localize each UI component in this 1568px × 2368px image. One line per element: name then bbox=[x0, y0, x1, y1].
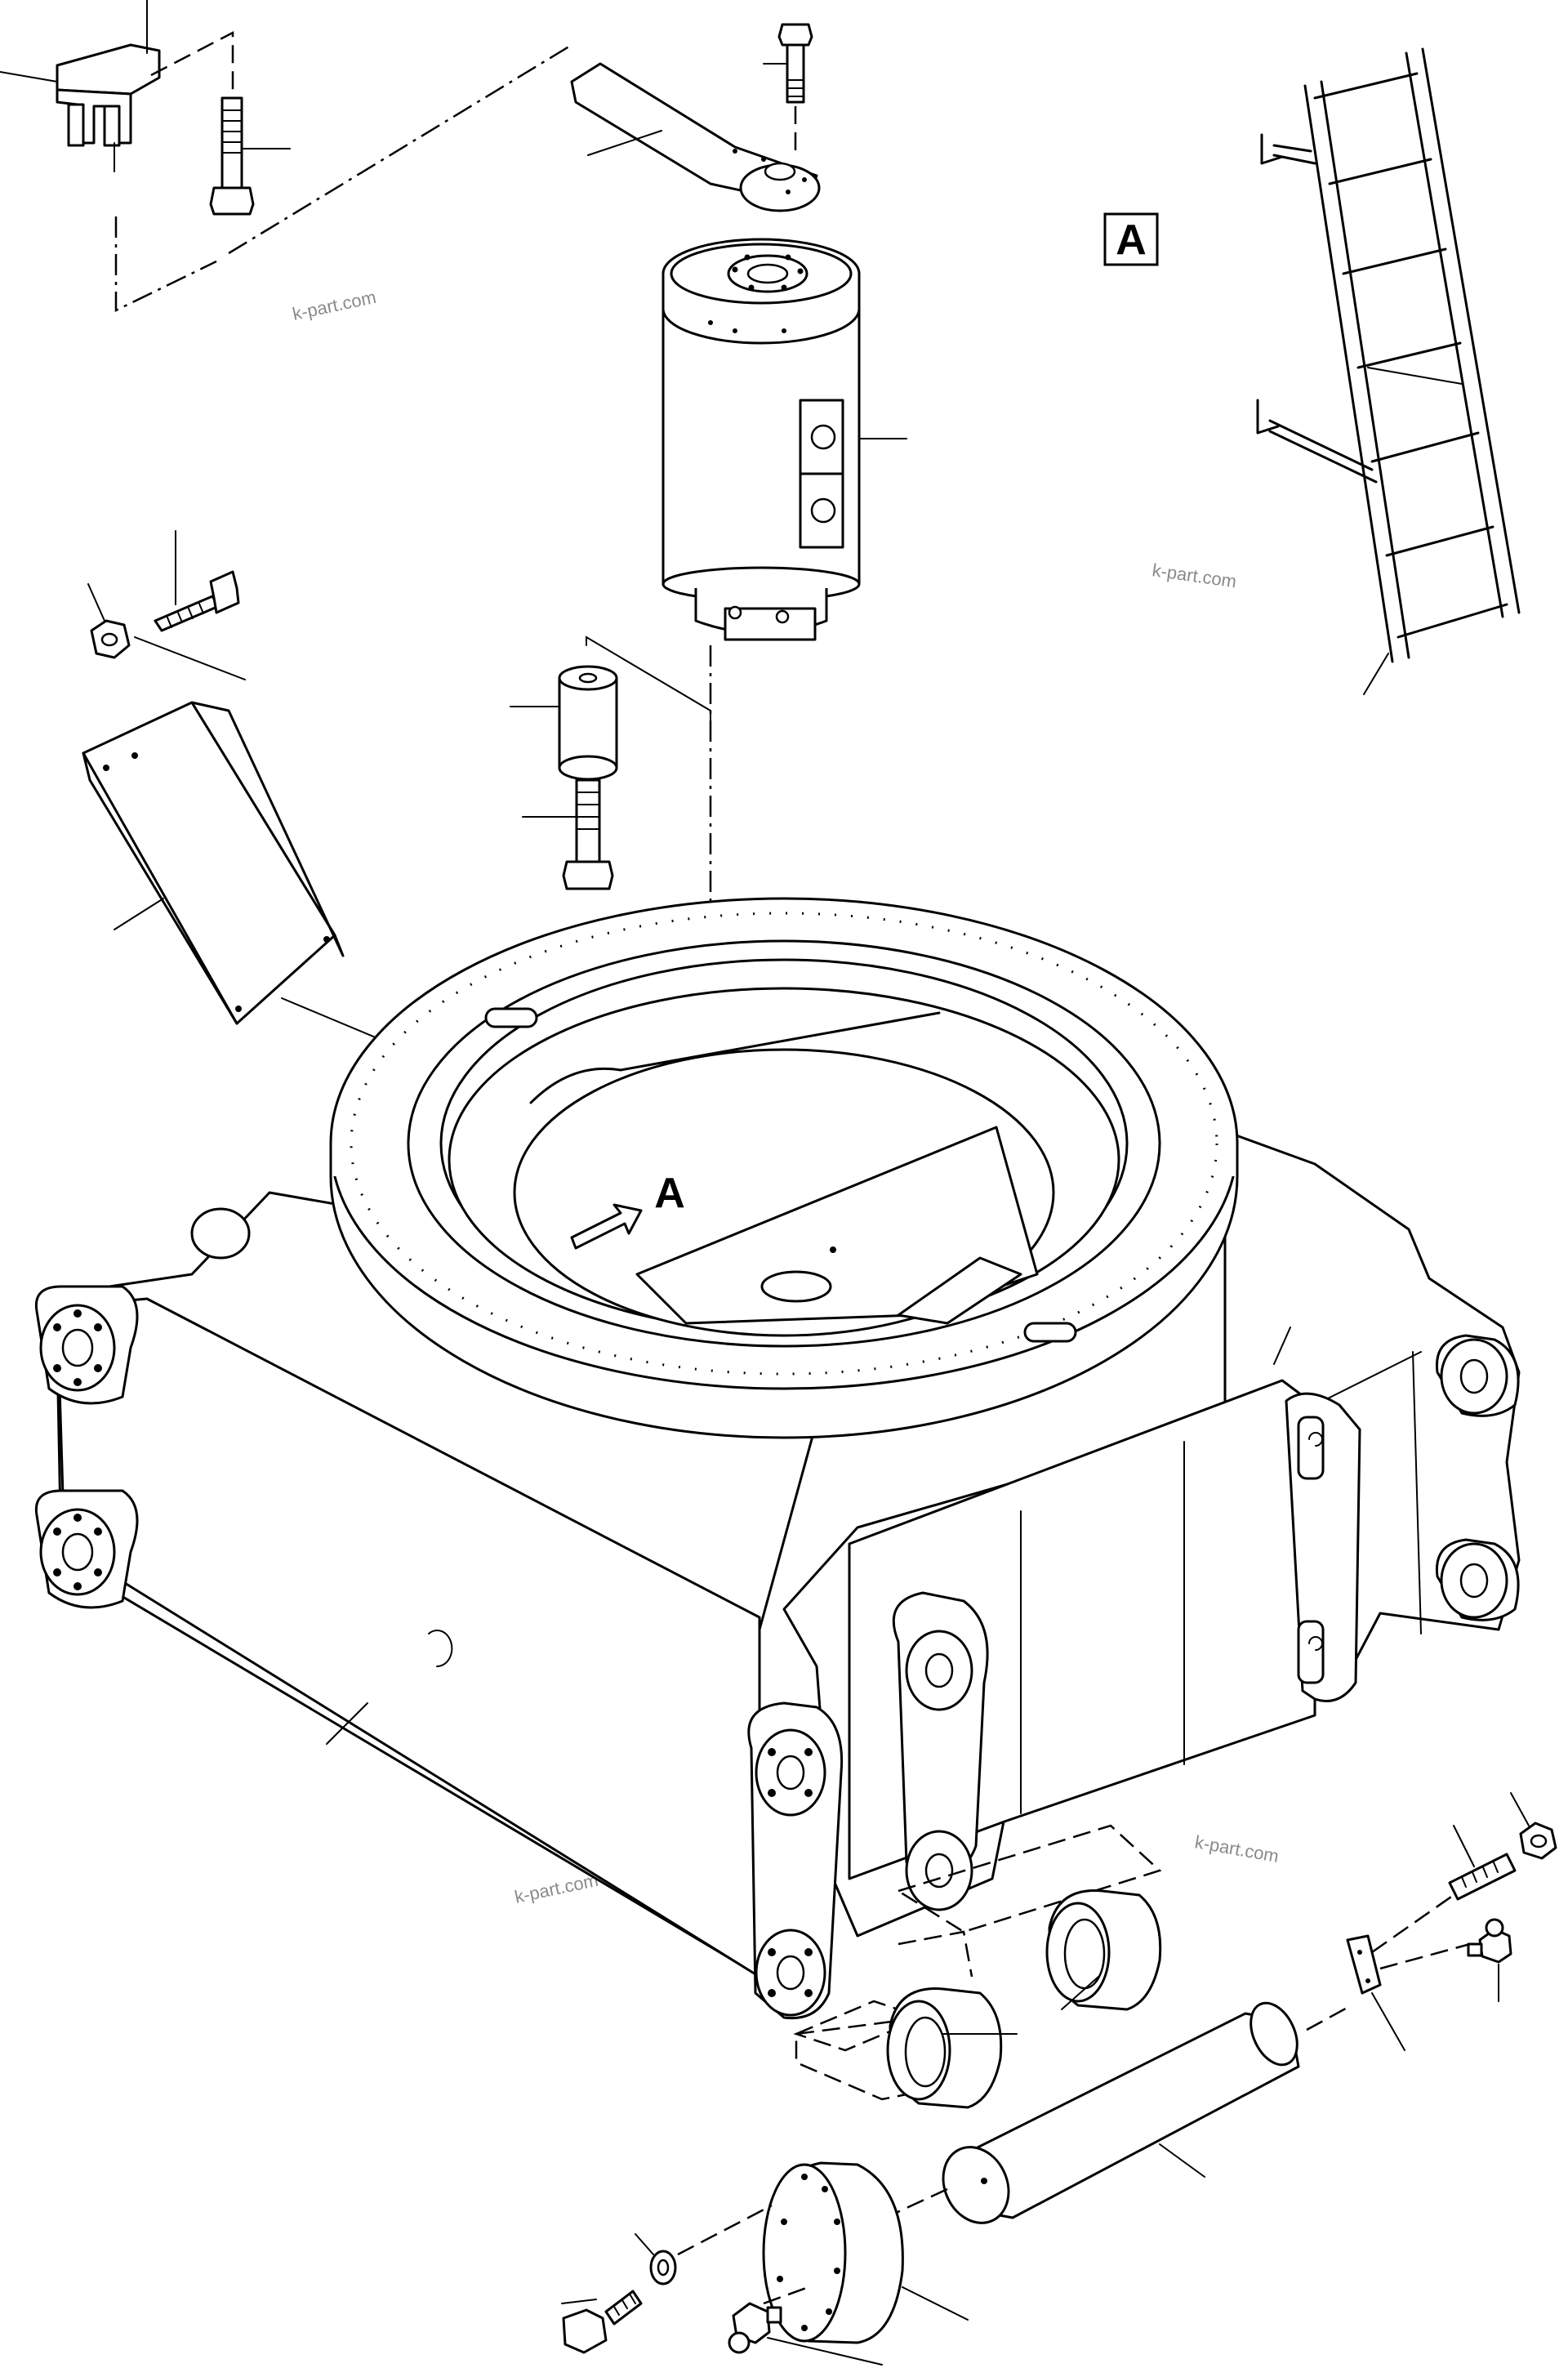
guard-cover bbox=[82, 701, 345, 1025]
assembly-dashed-line bbox=[150, 30, 234, 98]
swing-bearing-ring bbox=[329, 897, 1239, 1439]
view-a-marker: A bbox=[1103, 212, 1159, 266]
assembly-dashed-line bbox=[1379, 1942, 1471, 1970]
access-ladder bbox=[1256, 47, 1521, 695]
bushing bbox=[1045, 1889, 1162, 2011]
leader-line bbox=[134, 636, 246, 680]
pivot-pin bbox=[942, 2001, 1300, 2224]
assembly-dashed-line bbox=[1306, 2004, 1352, 2031]
assembly-dashed-line bbox=[114, 216, 217, 313]
view-a-label: A bbox=[1116, 216, 1147, 264]
watermark: k-part.com bbox=[291, 287, 378, 324]
watermark: k-part.com bbox=[513, 1870, 600, 1907]
view-a-arrow: A bbox=[570, 1170, 685, 1250]
assembly-dashed-line bbox=[677, 2204, 773, 2256]
assembly-dashed-line bbox=[893, 2187, 948, 2215]
hex-bolt bbox=[209, 96, 291, 216]
end-cap-plate bbox=[762, 2161, 969, 2344]
hex-bolt bbox=[1448, 1825, 1517, 1901]
swivel-joint-cylinder bbox=[662, 238, 907, 641]
washer bbox=[635, 2233, 677, 2285]
grease-fitting bbox=[1467, 1918, 1512, 2002]
spacer-sleeve bbox=[510, 665, 618, 781]
nut bbox=[1510, 1792, 1557, 1860]
view-a-arrow-label: A bbox=[654, 1170, 685, 1217]
grease-fitting bbox=[728, 2302, 883, 2366]
nut bbox=[87, 583, 131, 659]
retainer-plate bbox=[1346, 1934, 1405, 2051]
assembly-dashed-line bbox=[1371, 1893, 1454, 1954]
assembly-dashed-line bbox=[763, 2285, 809, 2305]
watermark: k-part.com bbox=[1151, 560, 1237, 591]
clamp-bracket bbox=[0, 0, 161, 172]
watermark: k-part.com bbox=[1193, 1831, 1281, 1866]
assembly-dashed-line bbox=[896, 1824, 1162, 1933]
hex-bolt bbox=[561, 2290, 643, 2354]
hex-bolt bbox=[522, 778, 614, 890]
bushing bbox=[886, 1987, 1018, 2109]
hex-bolt bbox=[154, 530, 240, 632]
leader-line bbox=[586, 635, 711, 728]
assembly-dashed-line bbox=[228, 43, 572, 255]
arm-plate bbox=[570, 62, 821, 212]
assembly-dashed-line bbox=[898, 1930, 973, 1978]
hex-bolt bbox=[763, 23, 813, 104]
